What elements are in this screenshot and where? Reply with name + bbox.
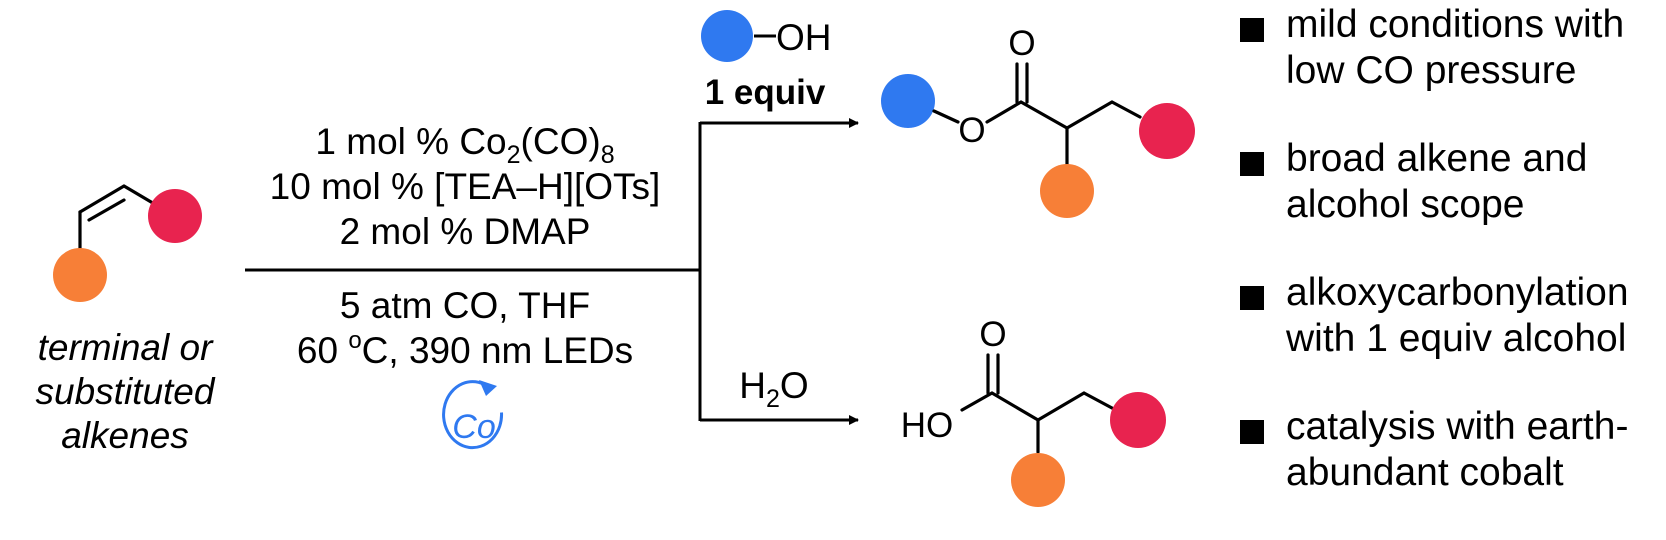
acid-carbonyl-oxygen: O [979, 315, 1006, 354]
feature-line: low CO pressure [1286, 49, 1577, 92]
ester-red-group [1139, 103, 1195, 159]
ester-carbonyl-oxygen: O [1008, 24, 1035, 63]
reactant-red-group [148, 189, 202, 243]
water-reagent: H2O [739, 365, 808, 413]
alcohol-amount: 1 equiv [705, 73, 826, 112]
feature-line: abundant cobalt [1286, 451, 1564, 494]
ester-ester-oxygen: O [958, 111, 985, 150]
feature-line: with 1 equiv alcohol [1286, 317, 1627, 360]
condition-additive: 10 mol % [TEA–H][OTs] [270, 166, 661, 207]
reactant-caption-line-3: alkenes [61, 415, 189, 456]
feature-line: catalysis with earth- [1286, 405, 1629, 448]
reactant-caption-line-2: substituted [36, 371, 216, 412]
condition-temperature-light: 60 oC, 390 nm LEDs [297, 327, 633, 371]
acid-orange-group [1011, 453, 1065, 507]
reactant-orange-group [53, 248, 107, 302]
bullet-square-icon [1240, 286, 1264, 310]
feature-line: mild conditions with [1286, 3, 1625, 46]
catalyst-cycle-label: Co [452, 408, 495, 446]
bullet-square-icon [1240, 152, 1264, 176]
ester-orange-group [1040, 164, 1094, 218]
condition-pressure-solvent: 5 atm CO, THF [340, 285, 590, 326]
reaction-arrow [245, 118, 859, 425]
acid-product: HO O [901, 315, 1166, 507]
ester-blue-group [881, 74, 935, 128]
acid-red-group [1110, 392, 1166, 448]
alcohol-blue-group [701, 10, 753, 62]
feature-line: broad alkene and [1286, 137, 1588, 180]
bullet-square-icon [1240, 18, 1264, 42]
reactant-caption-line-1: terminal or [38, 327, 214, 368]
feature-line: alkoxycarbonylation [1286, 271, 1629, 314]
cycle-arrow-icon: Co [442, 380, 504, 450]
alcohol-oh-label: OH [776, 17, 832, 58]
acid-hydroxyl: HO [901, 406, 954, 445]
bullet-square-icon [1240, 420, 1264, 444]
condition-catalyst: 1 mol % Co2(CO)8 [315, 121, 614, 169]
reaction-scheme: terminal or substituted alkenes 1 mol % … [36, 10, 1195, 507]
ester-product: O O [881, 24, 1195, 218]
feature-line: alcohol scope [1286, 183, 1525, 226]
condition-base: 2 mol % DMAP [340, 211, 591, 252]
